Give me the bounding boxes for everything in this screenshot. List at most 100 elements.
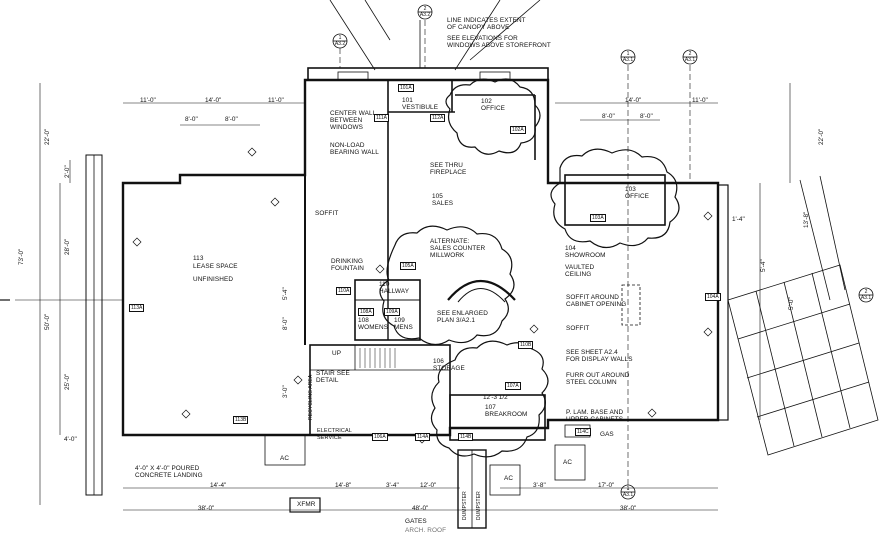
revision-cloud (445, 78, 541, 155)
note-sheet-a24: SEE SHEET A2.4 FOR DISPLAY WALLS (566, 349, 633, 363)
section-mark-1: 1 A3.2 (334, 35, 346, 47)
tag-110a: 110A (336, 287, 352, 295)
dumpster-right: DUMPSTER (476, 491, 482, 520)
room-storage: 106 STORAGE (433, 358, 465, 372)
tag-110b: 110B (518, 341, 534, 349)
ac-pad-left: AC (280, 455, 290, 462)
dim-right-13-8: 13'-8" (803, 211, 810, 228)
dim-right-1-4: 1'-4" (732, 216, 745, 223)
room-sales: 105 SALES (432, 193, 454, 207)
note-canopy: LINE INDICATES EXTENT OF CANOPY ABOVE (447, 17, 526, 31)
dim-left-73: 73'-0" (18, 248, 25, 265)
ac-pad-mid: AC (504, 475, 514, 482)
note-elevations: SEE ELEVATIONS FOR WINDOWS ABOVE STOREFR… (447, 35, 551, 49)
dim-right-5-0: 5'-0" (788, 297, 795, 310)
dim-top-6: 14'-0" (625, 97, 642, 104)
tag-104a: 104A (705, 293, 721, 301)
room-mens: 109 MENS (394, 317, 413, 331)
room-hallway: 110 HALLWAY (379, 281, 410, 295)
note-concrete-landing: 4'-0" x 4'-0" POURED CONCRETE LANDING (135, 465, 203, 479)
dim-top-9: 8'-0" (640, 113, 653, 120)
vaulted-ceiling-note: VAULTED CEILING (565, 264, 595, 278)
note-up: UP (332, 350, 342, 357)
room-office-102: 102 OFFICE (481, 98, 506, 112)
room-breakroom: 107 BREAKROOM (485, 404, 528, 418)
tag-112a: 112A (430, 114, 446, 122)
tag-108a: 108A (358, 308, 374, 316)
tag-113b: 113B (233, 416, 249, 424)
note-non-load-wall: NON-LOAD BEARING WALL (330, 142, 379, 156)
tag-114c: 114C (575, 428, 591, 436)
section-mark-2: 2 A3.2 (419, 6, 431, 18)
dim-top-5: 8'-0" (225, 116, 238, 123)
tag-114a: 114A (415, 433, 431, 441)
dim-bottom-14-8: 14'-8" (335, 482, 352, 489)
dim-bottom-17: 17'-0" (598, 482, 615, 489)
note-recycling: RECYCLING AREA (308, 374, 314, 420)
dim-right-5-4: 5'-4" (760, 259, 767, 272)
canopy-line (329, 0, 376, 71)
storefront-wall (307, 67, 549, 81)
note-plam-cabinets: P. LAM. BASE AND UPPER CABINETS (566, 409, 624, 423)
dim-bottom-38-right: 38'-0" (620, 505, 637, 512)
dim-top-1: 11'-0" (140, 97, 156, 104)
note-center-wall: CENTER WALL BETWEEN WINDOWS (330, 110, 377, 131)
dim-top-3: 11'-0" (268, 97, 284, 104)
gates-label: GATES (405, 518, 427, 525)
tag-103a: 103A (590, 214, 606, 222)
section-mark-4: 2 A3.1 (684, 51, 696, 63)
tag-109a: 109A (384, 308, 400, 316)
note-soffit-cabinet: SOFFIT AROUND CABINET OPENING (566, 294, 627, 308)
dim-bottom-3-8: 3'-8" (533, 482, 546, 489)
dim-left-25: 25'-0" (64, 373, 71, 390)
note-soffit-right: SOFFIT (566, 325, 590, 332)
room-office-103: 103 OFFICE (625, 186, 650, 200)
room-vestibule: 101 VESTIBULE (402, 97, 439, 111)
note-electrical: ELECTRICAL SERVICE (317, 428, 352, 441)
lease-space-name: LEASE SPACE (193, 263, 238, 270)
dim-breakroom: 12'-3 1/2" (483, 394, 510, 401)
note-stair-detail: STAIR SEE DETAIL (316, 370, 350, 384)
dim-left-2: 2'-0" (64, 165, 71, 178)
tag-106a: 106A (372, 433, 388, 441)
dim-v-5-4: 5'-4" (282, 287, 289, 300)
dim-left-4: 4'-0" (64, 436, 77, 443)
transformer: XFMR (297, 501, 316, 508)
dim-bottom-14-4: 14'-4" (210, 482, 227, 489)
dim-bottom-38-left: 38'-0" (198, 505, 215, 512)
note-furr-column: FURR OUT AROUND STEEL COLUMN (566, 372, 630, 386)
dim-top-2: 14'-0" (205, 97, 222, 104)
dim-left-50: 50'-0" (44, 313, 51, 330)
tag-101a: 101A (398, 84, 414, 92)
note-alt-counter: ALTERNATE: SALES COUNTER MILLWORK (430, 238, 486, 259)
dim-top-4: 8'-0" (185, 116, 198, 123)
dim-left-28: 28'-0" (64, 238, 71, 255)
tag-105a: 105A (400, 262, 416, 270)
dim-top-8: 8'-0" (602, 113, 615, 120)
dim-v-8: 8'-0" (282, 317, 289, 330)
dumpster-left: DUMPSTER (462, 491, 468, 520)
note-fireplace: SEE THRU FIREPLACE (430, 162, 467, 176)
section-mark-3: 1 A3.1 (622, 51, 634, 63)
lease-space-number: 113 (193, 255, 204, 262)
ac-pad-right: AC (563, 459, 573, 466)
section-mark-6: 2 A3.1 (860, 289, 872, 301)
lease-space-note: UNFINISHED (193, 276, 234, 283)
section-mark-5: 1 A3.1 (622, 486, 634, 498)
tag-113a: 113A (129, 304, 145, 312)
tag-111a: 111A (374, 114, 389, 122)
dim-top-7: 11'-0" (692, 97, 708, 104)
tag-107a: 107A (505, 382, 521, 390)
tag-114b: 114B (458, 433, 474, 441)
tag-102a: 102A (510, 126, 526, 134)
room-showroom: 104 SHOWROOM (565, 245, 606, 259)
note-enlarged-plan: SEE ENLARGED PLAN 3/A2.1 (437, 310, 488, 324)
dim-bottom-3-4: 3'-4" (386, 482, 399, 489)
dim-bottom-48: 48'-0" (412, 505, 429, 512)
dim-v-3: 3'-0" (282, 385, 289, 398)
gas-meter: GAS (600, 431, 614, 438)
partial-text-bottom: ARCH. ROOF (405, 527, 447, 534)
dim-right-22: 22'-0" (818, 128, 825, 145)
note-drinking-fountain: DRINKING FOUNTAIN (331, 258, 364, 272)
